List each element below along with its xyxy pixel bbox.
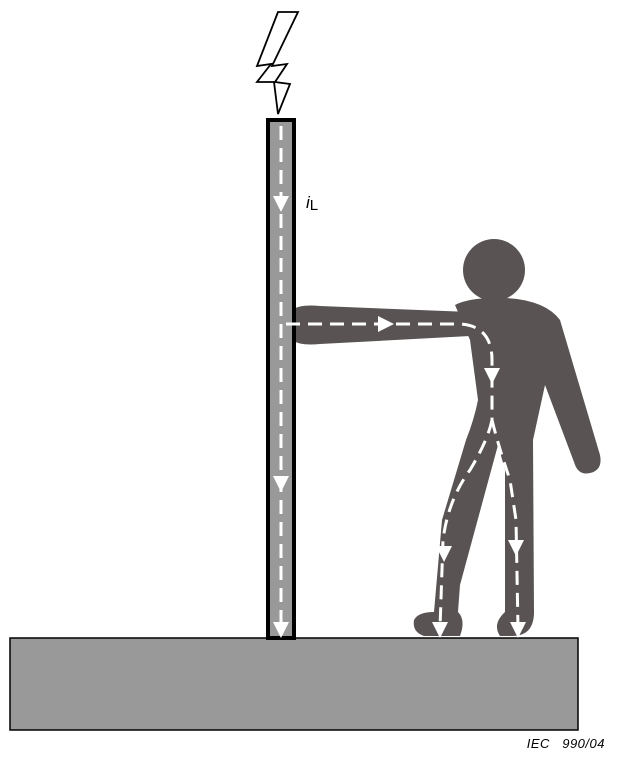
pole-current-subscript: L [310,197,318,214]
body-current-label: iB [462,381,476,402]
body-current-subscript: B [466,385,476,402]
pole-current-label: iL [306,193,318,214]
ground-slab [10,638,578,730]
person-figure [292,239,601,636]
person-head [463,239,525,301]
lightning-bolt-icon [257,12,298,114]
figure-reference: IEC 990/04 [527,736,605,751]
